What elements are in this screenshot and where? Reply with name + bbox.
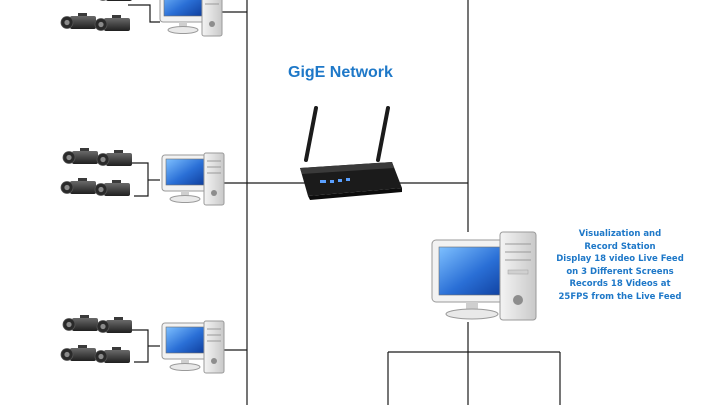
desktop-computer-icon (161, 152, 225, 206)
wireless-router-icon (300, 106, 402, 200)
description-line: Display 18 video Live Feed (556, 254, 684, 264)
description-line: 25FPS from the Live Feed (558, 291, 682, 302)
network-wiring (128, 0, 561, 405)
description-line: Visualization and (578, 229, 662, 239)
desktop-computer-icon (161, 320, 225, 374)
description-line: on 3 Different Screens (566, 266, 674, 277)
camera-group-1 (61, 0, 132, 31)
record-station-computer (431, 231, 537, 321)
computer-2 (161, 152, 225, 206)
description-line: Record Station (584, 241, 656, 252)
record-station-description: Visualization and Record Station Display… (546, 228, 694, 303)
ip-camera-icon (61, 148, 132, 196)
desktop-computer-icon (159, 0, 223, 37)
description-line: Records 18 Videos at (569, 279, 671, 289)
computer-3 (161, 320, 225, 374)
network-label: GigE Network (288, 64, 393, 81)
camera-group-3 (61, 315, 132, 363)
cam-link-line-1 (128, 4, 160, 23)
ip-camera-icon (61, 0, 132, 31)
computer-1 (159, 0, 223, 37)
camera-group-2 (61, 148, 132, 196)
ip-camera-icon (61, 315, 132, 363)
cam-link-line-2 (128, 162, 149, 197)
cam-link-line-3 (128, 329, 149, 363)
